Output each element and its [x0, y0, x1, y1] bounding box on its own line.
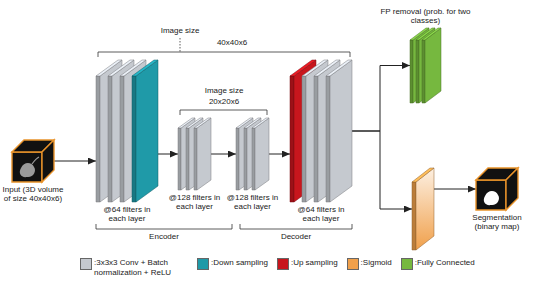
slab-face — [422, 40, 425, 103]
slab-face — [120, 76, 124, 202]
conv-block: @128 filters in each layer — [236, 118, 269, 211]
legend-swatch — [80, 258, 92, 270]
layer-slab — [412, 168, 434, 250]
slab-face — [410, 40, 413, 103]
group-bracket — [96, 224, 232, 229]
nodule-blob — [484, 191, 499, 205]
annotation-label: Image size — [205, 86, 244, 95]
flow-arrow — [352, 131, 412, 209]
legend-swatch — [347, 258, 359, 270]
slab-face — [252, 128, 255, 190]
slab-face — [326, 76, 330, 202]
slab-face — [422, 28, 441, 40]
slab-face — [96, 76, 100, 202]
slab-face — [244, 128, 247, 190]
layer-slab — [326, 60, 352, 202]
slab-face — [136, 60, 158, 202]
slab-face — [132, 60, 158, 76]
legend-swatch — [277, 258, 289, 270]
slab-face — [236, 128, 239, 190]
annotation-label: 40x40x6 — [217, 38, 247, 47]
block-label: Segmentation (binary map) — [466, 213, 528, 231]
annotation-label: Image size — [161, 26, 200, 35]
slab-face — [412, 182, 416, 250]
layer-slab — [252, 118, 269, 190]
annotation-label: Decoder — [281, 232, 311, 241]
size-bracket — [98, 52, 350, 57]
vessel-strand — [32, 157, 39, 164]
group-bracket — [240, 224, 352, 229]
slab-face — [425, 28, 441, 103]
slab-face — [178, 128, 181, 190]
size-bracket — [180, 110, 267, 115]
slab-face — [194, 118, 211, 128]
flow-arrow — [434, 189, 476, 190]
block-label: FP removal (prob. for two classes) — [380, 7, 472, 25]
slab-face — [314, 76, 318, 202]
layer-slab — [132, 60, 158, 202]
cube-face — [476, 180, 506, 210]
block-shape — [290, 60, 352, 202]
block-shape — [178, 118, 211, 190]
annotation-label: Encoder — [149, 232, 179, 241]
cube-face — [42, 140, 54, 182]
encoder-block: @64 filters in each layer — [96, 60, 158, 223]
slab-face — [108, 76, 112, 202]
slab-face — [194, 128, 197, 190]
slab-face — [255, 118, 269, 190]
legend-text: :Up sampling — [291, 258, 338, 268]
fc-block: FP removal (prob. for two classes) — [410, 7, 441, 103]
block-shape — [412, 168, 434, 250]
conv-block: @128 filters in each layer — [178, 118, 211, 211]
block-label: @128 filters in each layer — [169, 193, 221, 211]
block-shape — [12, 140, 54, 182]
slab-face — [326, 60, 352, 76]
nodule-blob — [20, 163, 35, 177]
legend: :3x3x3 Conv + Batch normalization + ReLU… — [80, 258, 475, 277]
layer-slab — [194, 118, 211, 190]
segmentation-map: Segmentation (binary map) — [476, 168, 518, 231]
block-label: @64 filters in each layer — [99, 205, 155, 223]
slab-face — [197, 118, 211, 190]
flow-arrow — [211, 154, 236, 155]
slab-face — [302, 76, 306, 202]
slab-face — [330, 60, 352, 202]
flow-arrow — [54, 161, 96, 162]
flow-arrow — [269, 154, 290, 155]
cube-face — [506, 168, 518, 210]
legend-text: :Sigmoid — [361, 258, 392, 268]
block-label: Input (3D volume of size 40x40x6) — [2, 185, 64, 203]
input-volume: Input (3D volume of size 40x40x6) — [12, 140, 54, 203]
decoder-block: @64 filters in each layer — [290, 60, 352, 223]
legend-swatch — [401, 258, 413, 270]
leader-line — [180, 38, 181, 52]
block-shape — [476, 168, 518, 210]
annotation-label: 20x20x6 — [209, 97, 239, 106]
legend-swatch — [197, 258, 209, 270]
cube-face — [12, 152, 42, 182]
legend-text: :Fully Connected — [415, 258, 475, 268]
slab-face — [186, 128, 189, 190]
sigmoid-layer — [412, 168, 434, 250]
block-shape — [410, 28, 441, 103]
slab-face — [290, 76, 294, 202]
legend-text: :Down sampling — [211, 258, 268, 268]
flow-arrow — [158, 154, 178, 155]
layer-slab — [422, 28, 441, 103]
block-shape — [96, 60, 158, 202]
slab-face — [132, 76, 136, 202]
slab-face — [416, 40, 419, 103]
slab-face — [412, 168, 434, 182]
slab-face — [252, 118, 269, 128]
block-shape — [236, 118, 269, 190]
flow-arrow — [352, 66, 410, 132]
slab-face — [416, 168, 434, 250]
block-label: @128 filters in each layer — [227, 193, 279, 211]
block-label: @64 filters in each layer — [293, 205, 349, 223]
legend-text: :3x3x3 Conv + Batch normalization + ReLU — [94, 258, 188, 277]
